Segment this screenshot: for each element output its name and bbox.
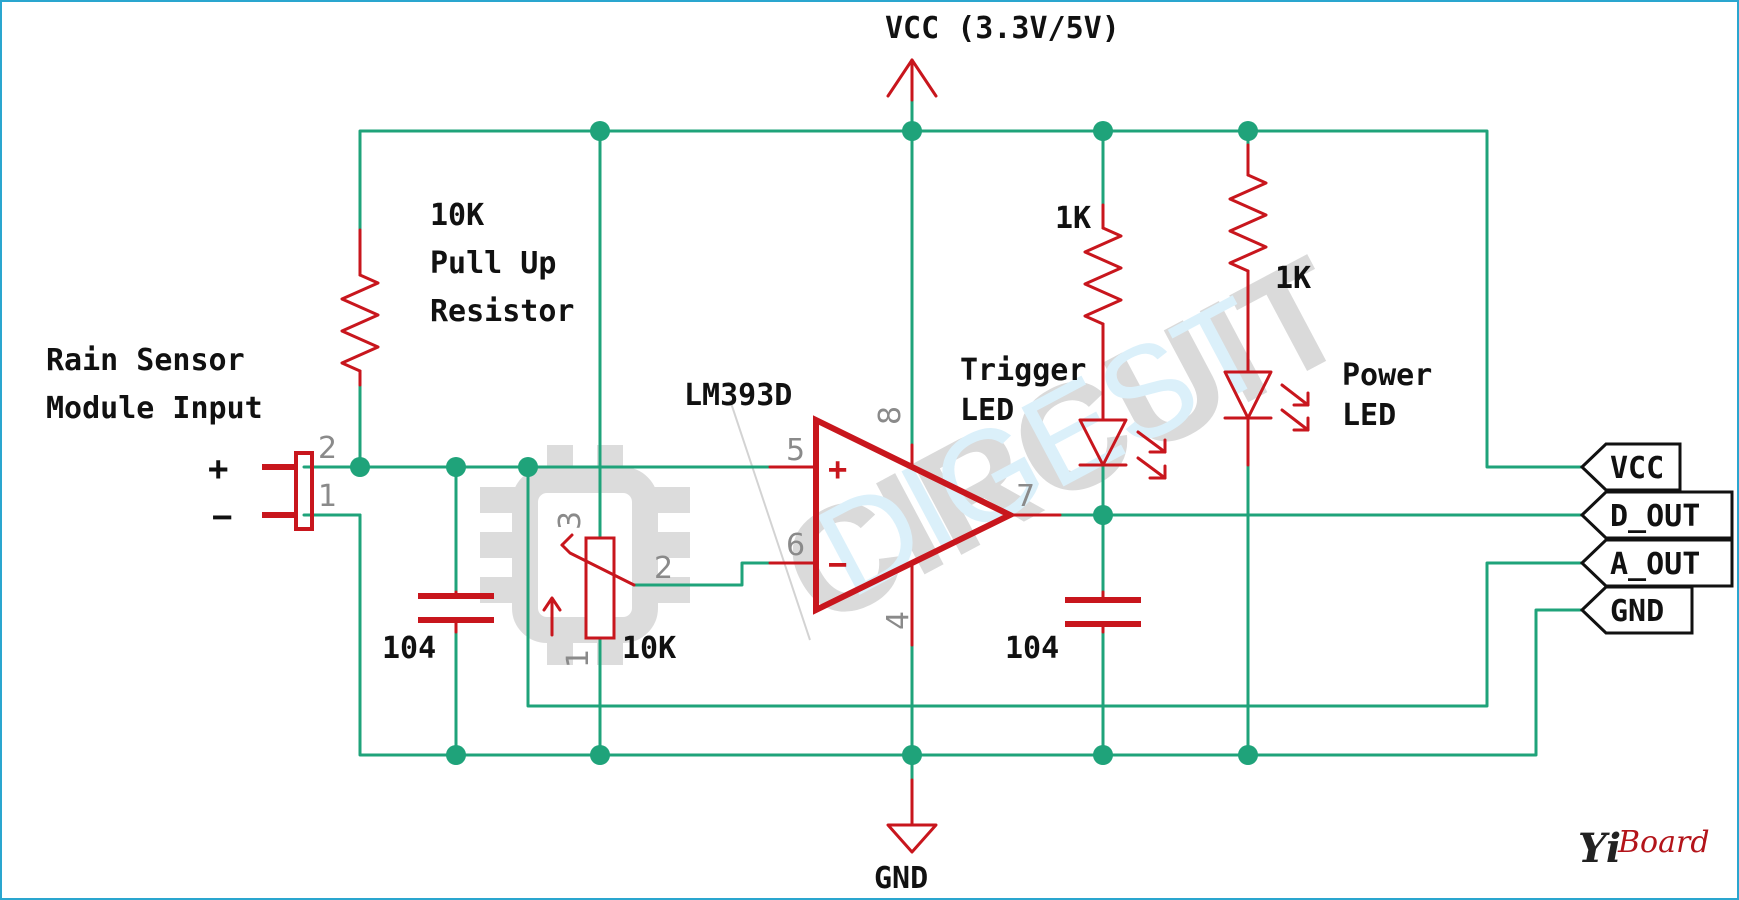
comp-plus-sign: + [828,450,847,488]
input-minus-sign: − [212,497,232,537]
junctions [350,121,1258,765]
pot-pin2-number: 2 [654,551,673,586]
port-d-out-label: D_OUT [1610,499,1700,534]
comp-pin7-number: 7 [1016,479,1035,514]
port-tag-icon [1579,538,1734,588]
comp-pin4-number: 4 [881,611,916,630]
wires [302,98,1584,782]
brand-logo: Yi Board [1578,825,1710,872]
vcc-label: VCC (3.3V/5V) [885,11,1120,46]
comparator-lm393d: + − LM393D 5 6 7 8 4 [684,378,1062,647]
junction-dot [1093,121,1113,141]
trigger-led-label-line2: LED [960,393,1014,428]
chip-logo-icon [480,445,690,665]
junction-dot [1093,745,1113,765]
port-tag-icon [1579,585,1694,635]
junction-dot [902,745,922,765]
power-led-label-line1: Power [1342,358,1432,393]
vcc-rail [358,129,1584,469]
gnd-label: GND [874,861,928,896]
pullup-desc-line3: Resistor [430,294,575,329]
capacitor-left: 104 [382,590,494,666]
pullup-value: 10K [430,198,484,233]
port-a-out-label: A_OUT [1610,547,1700,582]
cap-left-value: 104 [382,631,436,666]
port-gnd: GND [1579,585,1694,635]
output-ports: VCC D_OUT A_OUT GND [1579,442,1734,635]
port-a-out: A_OUT [1579,538,1734,588]
pot-body-icon [584,536,616,640]
comp-pin5-number: 5 [786,433,805,468]
led-triangle-icon [1223,370,1273,420]
port-tag-icon [1579,442,1682,492]
port-gnd-label: GND [1610,594,1664,629]
junction-dot [590,121,610,141]
light-emission-icon [1280,383,1310,432]
power-led-branch: 1K Power LED [1223,143,1432,467]
input-plus-sign: + [208,449,228,489]
junction-dot [518,457,538,477]
resistor-zigzag-icon [1083,226,1123,326]
junction-dot [902,121,922,141]
junction-dot [1238,121,1258,141]
port-vcc-label: VCC [1610,451,1664,486]
comp-minus-sign: − [828,545,847,583]
comp-pin6-number: 6 [786,528,805,563]
junction-dot [350,457,370,477]
rain-sensor-connector: Rain Sensor Module Input + − 2 1 [46,343,337,537]
pot-wiper-icon [560,543,636,587]
pullup-desc-line2: Pull Up [430,246,556,281]
light-emission-icon [1136,430,1167,480]
trigger-led-label-line1: Trigger [960,353,1086,388]
resistor-zigzag-icon [340,273,380,373]
trigger-resistor-value: 1K [1055,201,1091,236]
junction-dot [1093,505,1113,525]
watermark-divider [729,399,811,641]
adjust-arrow-head [542,596,562,612]
junction-dot [1238,745,1258,765]
junction-dot [446,745,466,765]
a-out-line [526,465,1584,708]
port-tag-icon [1579,490,1734,540]
input-label-line1: Rain Sensor [46,343,245,378]
port-vcc: VCC [1579,442,1682,492]
comp-pin8-number: 8 [873,406,908,425]
capacitor-right: 104 [1005,590,1141,666]
pot-pin3-number: 3 [553,511,588,530]
port-d-out: D_OUT [1579,490,1734,540]
junction-dot [590,745,610,765]
input-pin1-number: 1 [318,479,337,514]
gnd-symbol: GND [874,778,938,896]
vcc-symbol: VCC (3.3V/5V) [885,11,1120,102]
led-triangle-icon [1078,418,1128,467]
brand-logo-text: Board [1617,825,1710,860]
resistor-zigzag-icon [1228,173,1268,273]
connector-body-icon [294,451,314,531]
input-label-line2: Module Input [46,391,263,426]
power-led-label-line2: LED [1342,398,1396,433]
gnd-rail [358,513,1584,757]
comparator-part-label: LM393D [684,378,792,413]
trigger-led-branch: 1K Trigger LED [960,201,1167,480]
junction-dot [446,457,466,477]
input-pin2-number: 2 [318,431,337,466]
pot-wiper-tick [560,533,574,547]
power-resistor-value: 1K [1275,261,1311,296]
potentiometer: 3 2 1 10K [542,511,676,668]
gnd-triangle-icon [886,823,938,854]
pot-pin1-number: 1 [561,649,596,668]
pot-value: 10K [622,631,676,666]
cap-right-value: 104 [1005,631,1059,666]
brand-logo-y: Yi [1578,825,1621,872]
pullup-resistor: 10K Pull Up Resistor [340,198,575,387]
